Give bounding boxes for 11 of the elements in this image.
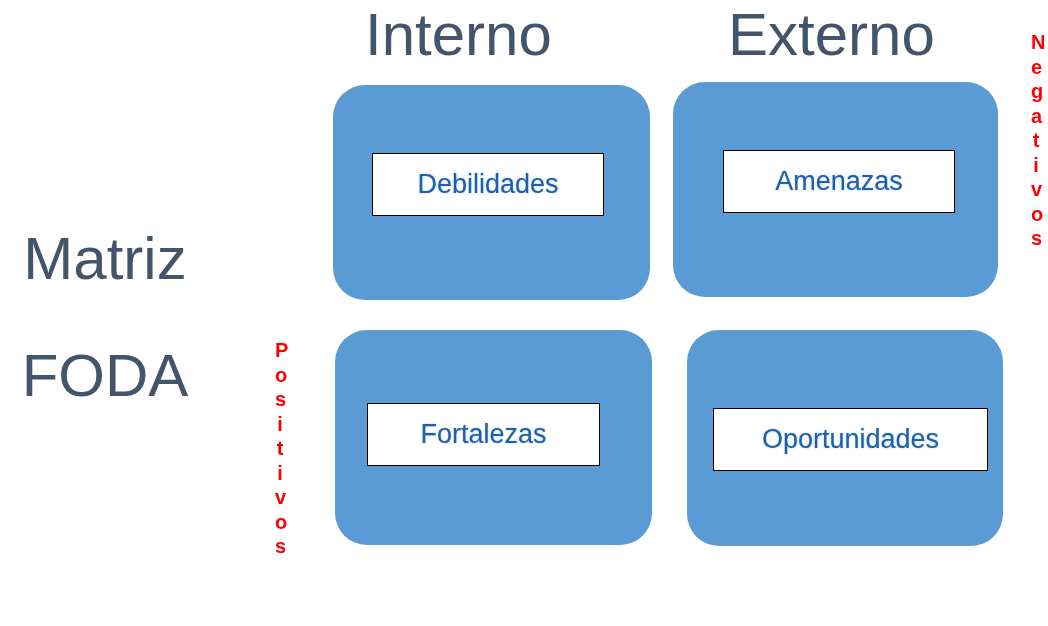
label-box: Debilidades — [372, 153, 604, 216]
quadrant-box — [335, 330, 652, 545]
title: Matriz FODA — [20, 224, 190, 411]
quadrant-box — [687, 330, 1003, 546]
label-box: Fortalezas — [367, 403, 600, 466]
column-header: Interno — [365, 0, 552, 70]
label-box: Amenazas — [723, 150, 955, 213]
label-box: Oportunidades — [713, 408, 988, 471]
quadrant-box — [333, 85, 650, 300]
quadrant-box — [673, 82, 998, 297]
column-header: Externo — [728, 0, 935, 70]
